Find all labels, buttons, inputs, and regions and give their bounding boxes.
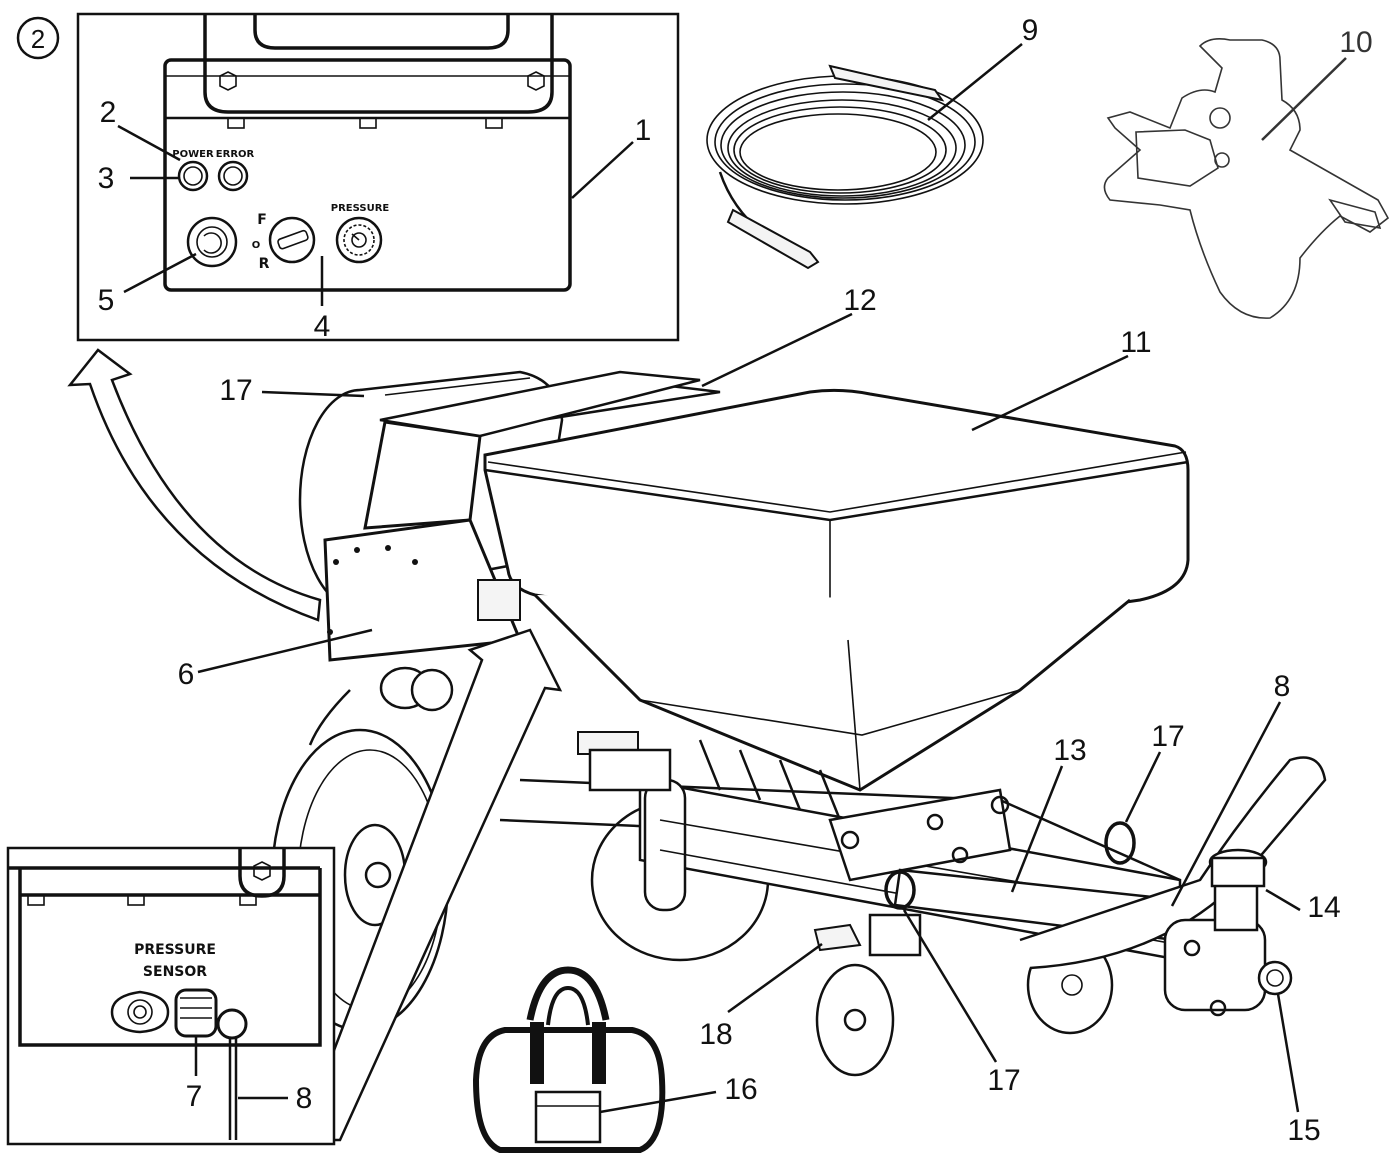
callout-18: 18	[699, 1018, 732, 1051]
callout-16: 16	[724, 1073, 757, 1106]
control-panel-inset: POWER ERROR F O R PRESSURE	[76, 12, 680, 342]
switch-o-label: O	[252, 240, 261, 251]
callout-8a: 8	[296, 1082, 313, 1115]
callout-17c: 17	[987, 1064, 1020, 1097]
callout-13: 13	[1053, 734, 1086, 767]
callout-15: 15	[1287, 1114, 1320, 1147]
switch-f-label: F	[257, 212, 267, 228]
callout-7: 7	[186, 1080, 203, 1113]
figure-number-badge: 2	[16, 16, 60, 60]
callout-8b: 8	[1274, 670, 1291, 703]
tool-bag-illustration	[472, 966, 666, 1153]
callout-9: 9	[1022, 14, 1039, 47]
callout-12: 12	[843, 284, 876, 317]
hose-illustration: 9	[706, 14, 1039, 270]
switch-r-label: R	[259, 256, 270, 272]
control-panel-callouts: 1 2 3 4 5	[98, 96, 652, 343]
arrow-to-control-panel	[67, 348, 322, 622]
spray-gun-illustration: 10	[1103, 26, 1390, 319]
arrow-to-sensor-panel	[298, 628, 563, 1142]
error-label: ERROR	[216, 149, 255, 160]
callout-11: 11	[1120, 326, 1151, 359]
callout-2: 2	[100, 96, 117, 129]
sensor-label-line1: PRESSURE	[134, 942, 216, 958]
callout-4: 4	[314, 310, 331, 343]
callout-10: 10	[1339, 26, 1372, 59]
machine-callouts: 6 7 8 8 11 12 13 14 15 16 17 17 17 18	[178, 284, 1341, 1147]
callout-3: 3	[98, 162, 115, 195]
callout-14: 14	[1307, 891, 1340, 924]
machine-illustration	[270, 370, 1327, 1077]
callout-5: 5	[98, 284, 115, 317]
callout-17b: 17	[1151, 720, 1184, 753]
callout-17a: 17	[219, 374, 252, 407]
sensor-panel-inset: PRESSURE SENSOR	[6, 846, 336, 1146]
pressure-label: PRESSURE	[331, 203, 390, 214]
figure-number: 2	[31, 24, 45, 54]
callout-6: 6	[178, 658, 195, 691]
power-label: POWER	[172, 149, 214, 160]
callout-1: 1	[635, 114, 652, 147]
sensor-label-line2: SENSOR	[143, 964, 207, 980]
